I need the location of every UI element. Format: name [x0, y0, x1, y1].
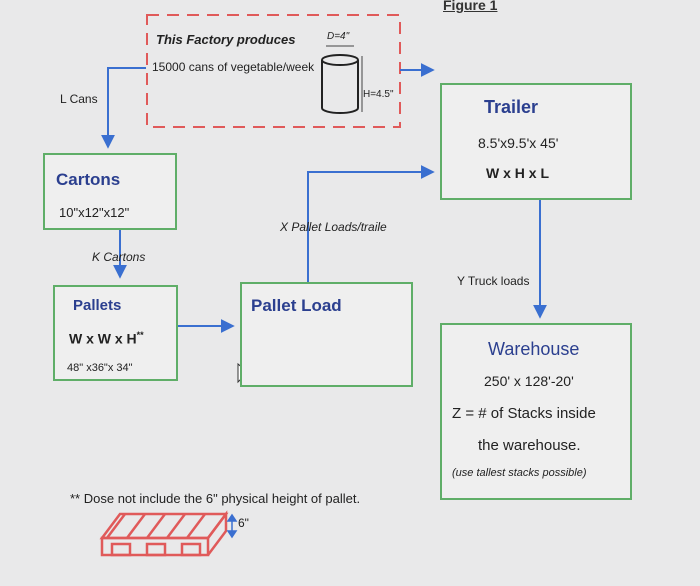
cartons-size: 10"x12"x12": [59, 205, 130, 220]
cartons-title: Cartons: [56, 170, 121, 189]
trailer-size: 8.5'x9.5'x 45': [478, 135, 559, 151]
pallets-dims-text: W x W x H: [69, 330, 137, 347]
warehouse-title: Warehouse: [488, 339, 580, 359]
pallets-title: Pallets: [73, 297, 122, 314]
factory-line-2: 15000 cans of vegetable/week: [152, 60, 315, 74]
l-cans-label: L Cans: [60, 92, 98, 106]
warehouse-line-2: the warehouse.: [478, 437, 581, 454]
can-height-label: H=4.5": [363, 89, 394, 100]
pallets-dims: W x W x H**: [69, 330, 144, 347]
pallet-height-label: 6": [238, 516, 249, 530]
factory-line-1: This Factory produces: [156, 32, 296, 47]
figure-label: Figure 1: [443, 0, 498, 13]
warehouse-box: Warehouse 250' x 128'-20' Z = # of Stack…: [440, 323, 632, 500]
y-truck-loads-label: Y Truck loads: [457, 274, 530, 288]
warehouse-line-1: Z = # of Stacks inside: [452, 405, 596, 422]
x-pallet-loads-label: X Pallet Loads/traile: [280, 220, 387, 234]
cartons-box: Cartons 10"x12"x12": [43, 153, 177, 230]
pallet-height-arrow: [226, 513, 238, 539]
l-cans-arrow: [101, 67, 146, 149]
k-cartons-label: K Cartons: [92, 250, 146, 264]
can-diameter-label: D=4": [327, 31, 350, 42]
trailer-dims: W x H x L: [486, 165, 550, 181]
pallets-size: 48" x36"x 34": [67, 362, 133, 374]
can-icon: [321, 54, 359, 114]
warehouse-note: (use tallest stacks possible): [452, 467, 587, 479]
pallet-load-box: Pallet Load: [240, 282, 413, 387]
trailer-title: Trailer: [484, 97, 539, 117]
pallet-load-title: Pallet Load: [251, 296, 342, 315]
x-pallet-loads-arrow: [307, 165, 435, 282]
can-dimension-lines: [326, 45, 363, 112]
footnote: ** Dose not include the 6" physical heig…: [70, 491, 361, 506]
warehouse-size: 250' x 128'-20': [484, 373, 574, 389]
pallets-box: Pallets W x W x H** 48" x36"x 34": [53, 285, 178, 381]
pallet-icon: [99, 510, 229, 557]
pallets-dims-mark: **: [136, 330, 144, 340]
trailer-box: Trailer 8.5'x9.5'x 45' W x H x L: [440, 83, 632, 200]
